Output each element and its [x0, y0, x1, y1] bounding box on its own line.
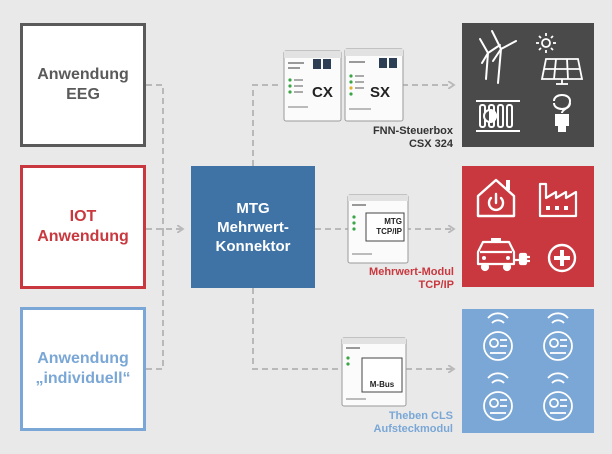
energy-target-box [462, 23, 594, 147]
fnn-steuerbox-label: FNN-Steuerbox CSX 324 [373, 125, 453, 151]
wireless-meter-icon [543, 312, 573, 361]
mehrwert-name-line1: Mehrwert-Modul [369, 266, 454, 278]
mehrwert-modul-device: MTG TCP/IP [347, 194, 409, 264]
mehrwert-module-text-line2: TCP/IP [376, 227, 402, 236]
application-iot-line2: Anwendung [37, 228, 129, 245]
plus-circle-icon [547, 243, 577, 273]
line-individual [146, 230, 164, 370]
application-individual-box: Anwendung „individuell“ [20, 307, 146, 431]
fnn-steuerbox-device: CX SX [283, 48, 404, 122]
fnn-name-line1: FNN-Steuerbox [372, 125, 453, 137]
application-iot-line1: IOT [69, 208, 97, 225]
energy-icons [476, 30, 584, 132]
line-eeg [146, 84, 164, 230]
connector-line2: Mehrwert- [217, 218, 289, 236]
cx-module: CX [283, 50, 342, 122]
application-individual-line1: Anwendung [37, 350, 129, 367]
light-bulb-icon [553, 94, 572, 132]
smart-home-icon [476, 178, 516, 218]
mtg-connector-box: MTG Mehrwert- Konnektor [191, 166, 315, 288]
home-industry-target-box [462, 166, 594, 287]
heater-icon [476, 100, 520, 132]
electric-car-icon [476, 238, 530, 272]
application-eeg-line2: EEG [66, 86, 100, 103]
connector-line1: MTG [236, 199, 270, 217]
factory-icon [538, 182, 578, 218]
application-eeg-box: Anwendung EEG [20, 23, 146, 147]
line-to-fnn [252, 84, 282, 166]
cx-module-label: CX [312, 84, 333, 101]
cls-icons [483, 312, 573, 421]
application-iot-box: IOT Anwendung [20, 165, 146, 289]
wind-turbine-icon [479, 30, 517, 84]
solar-panel-icon [536, 33, 584, 85]
line-to-cls [252, 288, 340, 370]
theben-cls-device: M-Bus [341, 337, 407, 407]
wireless-meter-icon [483, 312, 513, 361]
connector-line3: Konnektor [215, 237, 291, 255]
fnn-name-line2: CSX 324 [408, 138, 453, 150]
wireless-meter-icon [483, 372, 513, 421]
home-icons [476, 178, 578, 273]
sx-module-label: SX [370, 84, 390, 101]
cls-target-box [462, 309, 594, 433]
application-individual-line2: „individuell“ [35, 370, 131, 387]
mehrwert-modul-label: Mehrwert-Modul TCP/IP [369, 266, 454, 292]
application-eeg-line1: Anwendung [37, 66, 129, 83]
cls-name-line1: Theben CLS [388, 410, 453, 422]
wireless-meter-icon [543, 372, 573, 421]
cls-name-line2: Aufsteckmodul [373, 423, 453, 435]
mehrwert-name-line2: TCP/IP [418, 279, 454, 291]
sx-module: SX [344, 48, 404, 122]
theben-cls-label: Theben CLS Aufsteckmodul [374, 410, 453, 436]
mehrwert-module-text-line1: MTG [384, 217, 402, 226]
cls-module-text: M-Bus [370, 380, 395, 389]
